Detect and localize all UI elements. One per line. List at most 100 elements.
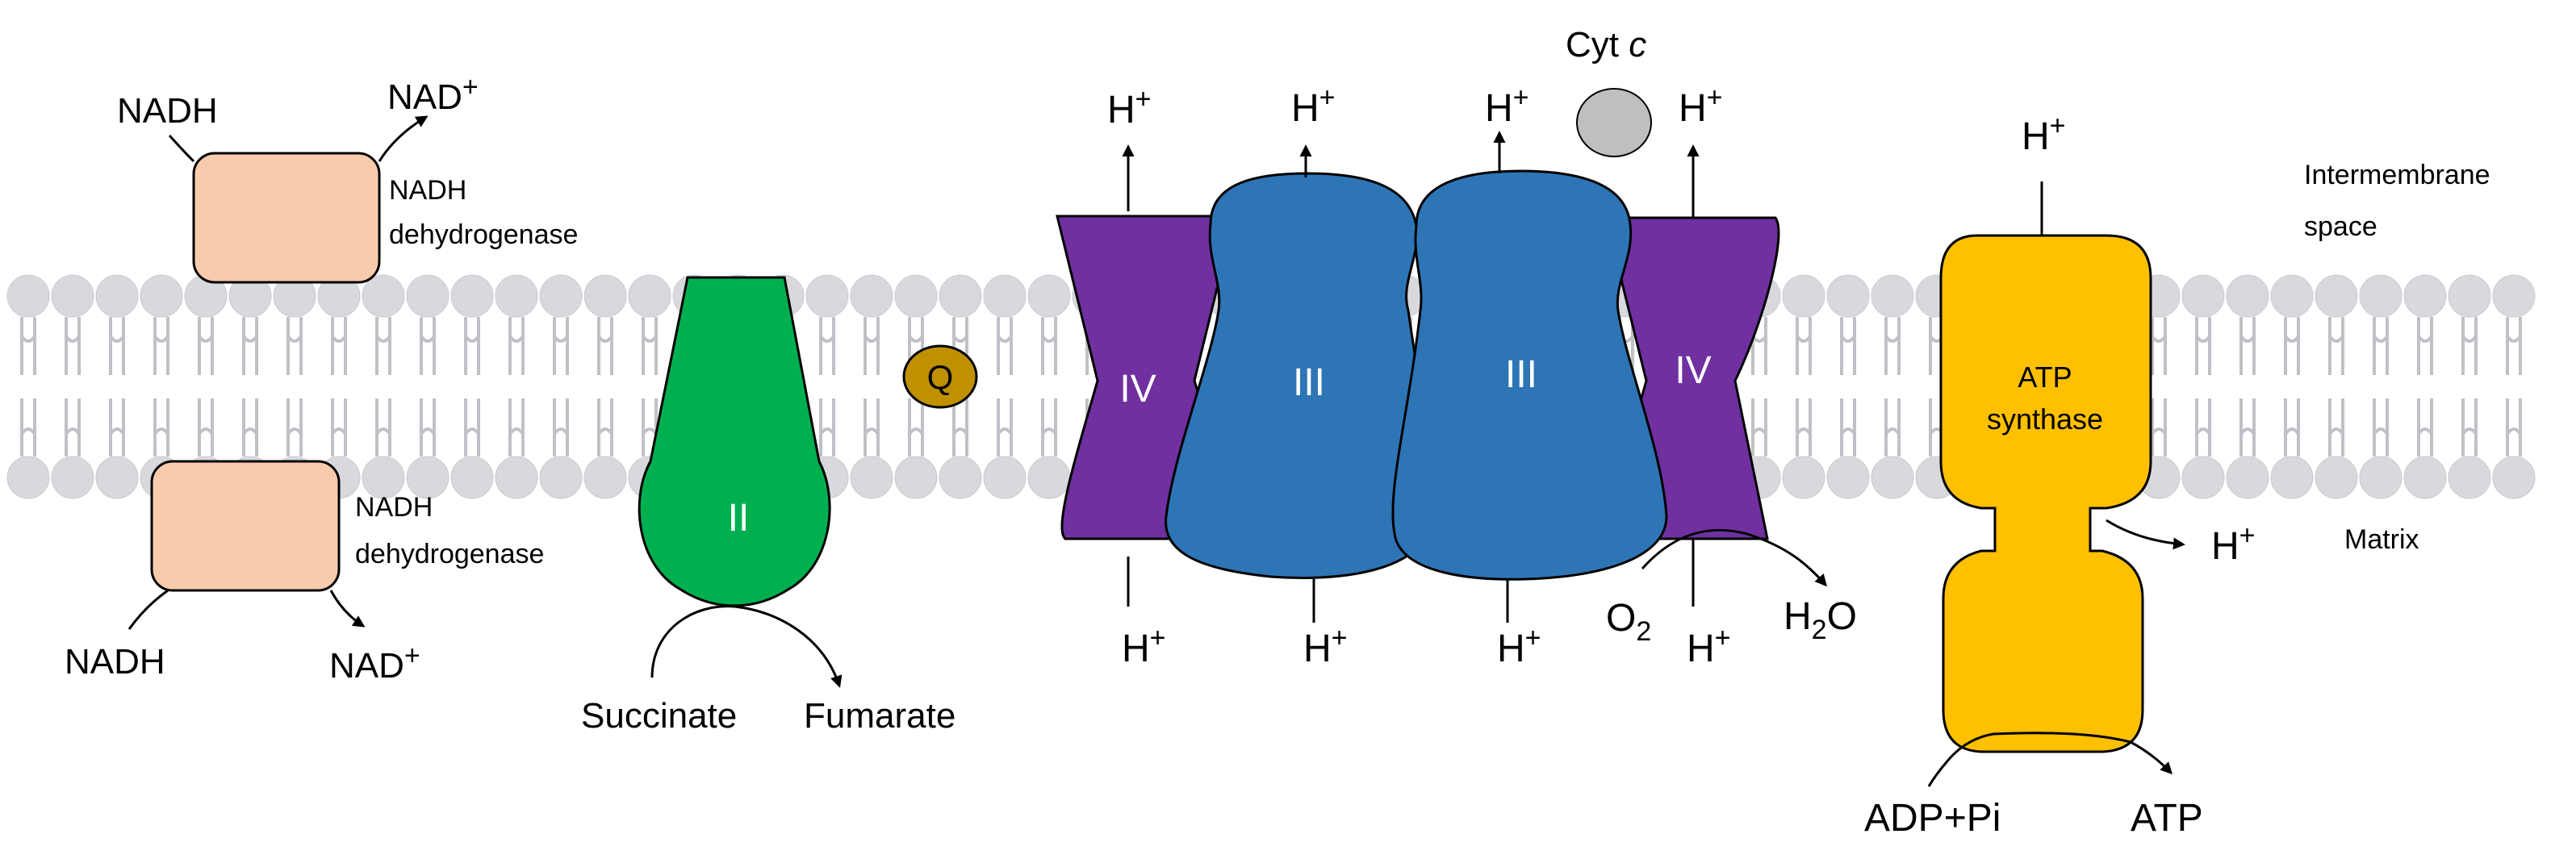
lipid-tail-upper-ext [242, 336, 258, 375]
lipid-head-lower [450, 456, 494, 499]
lipid-tail-lower-ext [508, 398, 525, 434]
lipid-tail-upper-ext [20, 336, 36, 375]
lipid-head-upper [583, 274, 627, 318]
lipid-tail-lower-ext [1041, 398, 1057, 434]
lipid-tail-lower-ext [2328, 398, 2344, 434]
lipid-tail-lower-ext [1796, 398, 1812, 434]
lipid-tail-lower [109, 427, 125, 457]
complex-iii-right: III [1391, 169, 1668, 581]
lipid-tail-upper [2417, 317, 2433, 343]
lipid-tail-lower-ext [20, 398, 36, 434]
lipid-tail-upper [952, 317, 968, 343]
lipid-head-lower [495, 456, 538, 499]
lipid-tail-lower-ext [2373, 398, 2389, 434]
lipid-tail-lower [819, 427, 835, 457]
lipid-head-lower [939, 456, 982, 499]
lipid-tail-upper-ext [464, 336, 480, 375]
water-label: H2O [1784, 595, 1857, 645]
adp-in-line [1927, 755, 1953, 787]
lipid-tail-lower [375, 427, 391, 457]
lipid-tail-upper-ext [553, 336, 569, 375]
lipid-tail-lower [2506, 427, 2522, 457]
lipid-head-upper [539, 274, 583, 318]
lipid-tail-lower [2195, 427, 2211, 457]
lipid-tail-lower [997, 427, 1013, 457]
atp-synthase-label-line1: ATP [2018, 361, 2072, 394]
lipid-tail-lower-ext [553, 398, 569, 434]
lipid-head-lower [983, 456, 1027, 499]
lipid-head-lower [1826, 456, 1870, 499]
lipid-tail-upper-ext [2195, 336, 2211, 375]
lipid-tail-upper [597, 317, 613, 343]
nadh-dehydrogenase-top-label-line1: NADH [389, 175, 466, 206]
lipid-tail-lower-ext [109, 398, 125, 434]
complex-iv-left-label: IV [1119, 368, 1156, 411]
lipid-tail-upper [2506, 317, 2522, 343]
lipid-tail-lower [597, 427, 613, 457]
adp-to-atp-arrow [1950, 732, 2173, 775]
lipid-tail-lower [2239, 427, 2256, 457]
nadh-dehydrogenase-top-label-line2: dehydrogenase [389, 219, 578, 250]
nadh-dehydrogenase-bottom-label-line1: NADH [355, 492, 433, 523]
lipid-head-upper [1027, 274, 1071, 318]
lipid-tail-upper-ext [819, 336, 835, 375]
lipid-tail-upper-ext [1796, 336, 1812, 375]
lipid-tail-upper-ext [2151, 336, 2167, 375]
lipid-tail-upper [2373, 317, 2389, 343]
nad-bottom-out-label: NAD+ [329, 640, 420, 686]
lipid-tail-lower [908, 427, 924, 457]
lipid-head-lower [2448, 456, 2491, 499]
lipid-head-upper [495, 274, 538, 318]
lipid-tail-upper [1884, 317, 1901, 343]
lipid-tail-lower-ext [375, 398, 391, 434]
proton-label-bottom-2: H+ [1303, 623, 1348, 670]
lipid-tail-upper-ext [65, 336, 81, 375]
lipid-tail-upper [331, 317, 347, 343]
lipid-tail-upper-ext [198, 336, 214, 375]
lipid-tail-upper [375, 317, 391, 343]
quinone-circle [902, 344, 978, 409]
lipid-tail-upper [464, 317, 480, 343]
lipid-head-upper [450, 274, 494, 318]
lipid-tail-lower [153, 427, 169, 457]
lipid-tail-upper [1041, 317, 1057, 343]
matrix-label: Matrix [2344, 524, 2419, 555]
lipid-head-upper [406, 274, 450, 318]
lipid-tail-lower-ext [1840, 398, 1856, 434]
lipid-tail-lower-ext [864, 398, 880, 434]
lipid-tail-upper [109, 317, 125, 343]
lipid-head-upper [362, 274, 405, 318]
proton-label-bottom-1: H+ [1122, 623, 1166, 670]
proton-label-top-3: H+ [1485, 82, 1529, 130]
lipid-tail-lower [864, 427, 880, 457]
cytochrome-c: Cyt c [1566, 25, 1652, 157]
lipid-tail-lower-ext [286, 398, 303, 434]
lipid-tail-lower [198, 427, 214, 457]
lipid-tail-lower [331, 427, 347, 457]
lipid-tail-upper-ext [109, 336, 125, 375]
succinate-label: Succinate [581, 696, 737, 736]
nadh-top-in-line [168, 134, 195, 163]
lipid-tail-upper [908, 317, 924, 343]
oxygen-reduction: O2 H2O [1606, 528, 1857, 647]
lipid-tail-lower-ext [2284, 398, 2300, 434]
cyt-c-label: Cyt c [1566, 25, 1646, 65]
nadh-bottom-in-line [128, 589, 169, 630]
lipid-tail-upper-ext [2328, 336, 2344, 375]
lipid-head-lower [1027, 456, 1071, 499]
lipid-head-upper [2226, 274, 2269, 318]
lipid-tail-upper [553, 317, 569, 343]
lipid-tail-lower [1041, 427, 1057, 457]
lipid-tail-upper-ext [997, 336, 1013, 375]
lipid-head-upper [2448, 274, 2491, 318]
lipid-tail-upper-ext [642, 336, 658, 375]
lipid-head-upper [894, 274, 938, 318]
lipid-tail-upper-ext [2284, 336, 2300, 375]
lipid-head-upper [983, 274, 1027, 318]
lipid-tail-lower [20, 427, 36, 457]
lipid-tail-upper [1840, 317, 1856, 343]
lipid-head-lower [2359, 456, 2402, 499]
lipid-tail-upper [242, 317, 258, 343]
complex-ii-shape [638, 276, 831, 607]
